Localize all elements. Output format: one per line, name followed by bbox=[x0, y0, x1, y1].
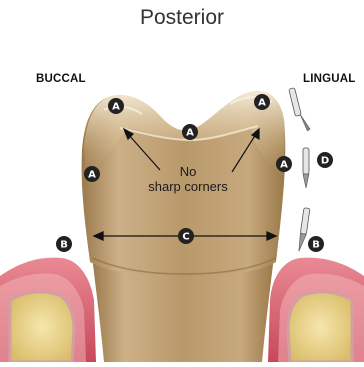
instrument-middle bbox=[303, 148, 309, 188]
marker-a-lingual-cusp: A bbox=[254, 94, 270, 110]
buccal-label: BUCCAL bbox=[36, 73, 86, 85]
svg-text:A: A bbox=[186, 128, 194, 139]
marker-a-buccal-wall: A bbox=[84, 166, 100, 182]
marker-a-central-fossa: A bbox=[182, 124, 198, 140]
svg-text:A: A bbox=[258, 98, 266, 109]
instrument-lower bbox=[298, 208, 310, 252]
svg-text:A: A bbox=[280, 160, 288, 171]
svg-text:B: B bbox=[312, 240, 320, 251]
no-sharp-corners-note: No sharp corners bbox=[138, 164, 238, 194]
gingiva-right bbox=[268, 258, 364, 362]
diagram-title: Posterior bbox=[0, 6, 364, 30]
svg-text:A: A bbox=[112, 102, 120, 113]
svg-text:A: A bbox=[88, 170, 96, 181]
marker-a-lingual-wall: A bbox=[276, 156, 292, 172]
gingiva-left bbox=[0, 258, 96, 362]
note-line-1: No bbox=[138, 164, 238, 179]
svg-text:D: D bbox=[321, 156, 329, 167]
lingual-label: LINGUAL bbox=[303, 73, 356, 85]
instrument-upper bbox=[289, 88, 311, 132]
svg-text:B: B bbox=[60, 240, 68, 251]
marker-b-buccal-margin: B bbox=[56, 236, 72, 252]
note-line-2: sharp corners bbox=[138, 179, 238, 194]
marker-d-instrument: D bbox=[317, 152, 333, 168]
marker-c-width: C bbox=[178, 228, 194, 244]
marker-a-buccal-cusp: A bbox=[108, 98, 124, 114]
svg-text:C: C bbox=[182, 232, 189, 243]
marker-b-lingual-margin: B bbox=[308, 236, 324, 252]
